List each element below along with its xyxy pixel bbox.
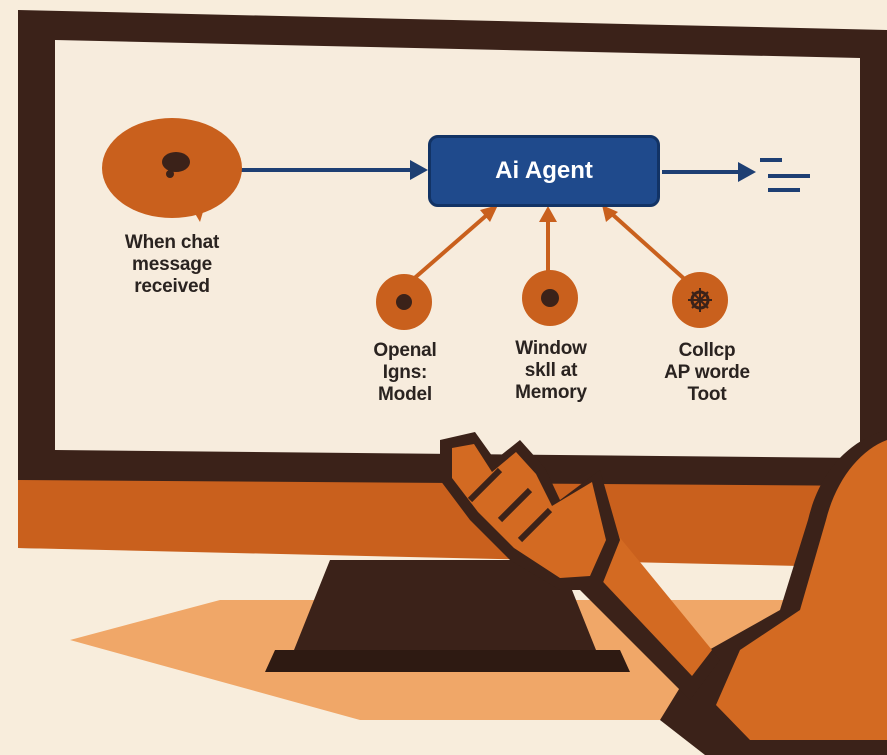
ai-agent-node: Ai Agent <box>428 135 660 207</box>
ai-agent-label: Ai Agent <box>495 157 593 185</box>
memory-node <box>522 270 578 326</box>
tool-node <box>672 272 728 328</box>
memory-label: Window skll at Memory <box>466 338 636 404</box>
dot-icon <box>396 294 412 310</box>
monitor-stand-base <box>265 650 630 672</box>
dot-icon <box>541 289 559 307</box>
model-label: Openal Igns: Model <box>320 340 490 406</box>
tool-label: Collcp AP worde Toot <box>622 340 792 406</box>
trigger-label: When chat message received <box>82 232 262 298</box>
model-node <box>376 274 432 330</box>
